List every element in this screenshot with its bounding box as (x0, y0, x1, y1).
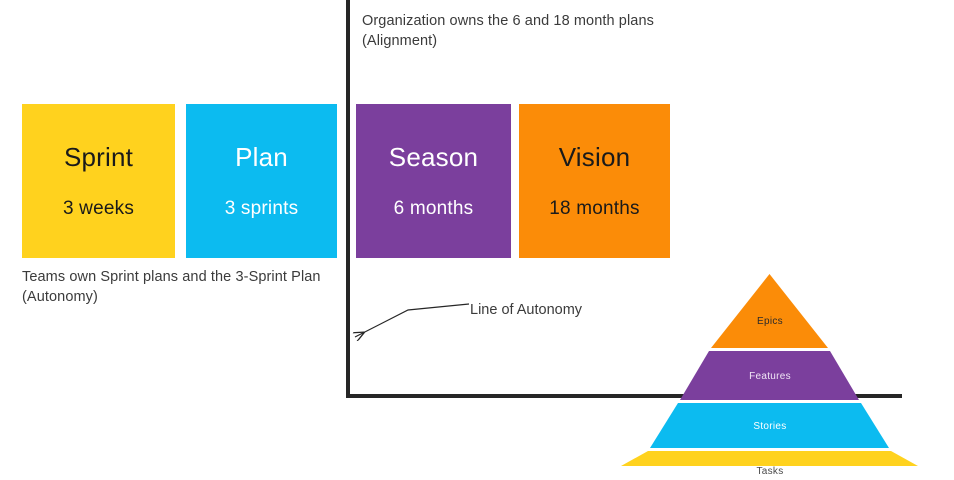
pyramid-diagram: Epics Features Stories Tasks (596, 270, 944, 477)
term-subtitle-vision: 18 months (549, 198, 640, 219)
pyramid-level-tasks[interactable] (621, 451, 918, 466)
term-subtitle-season: 6 months (393, 198, 474, 219)
pyramid-svg (621, 274, 918, 466)
autonomy-note: Teams own Sprint plans and the 3-Sprint … (22, 269, 321, 305)
term-box-sprint[interactable]: Sprint 3 weeks (22, 104, 175, 258)
pyramid-level-features[interactable] (680, 351, 859, 400)
line-of-autonomy-label: Line of Autonomy (470, 302, 583, 318)
term-title-sprint: Sprint (63, 142, 134, 172)
term-subtitle-plan: 3 sprints (224, 198, 299, 219)
term-title-vision: Vision (558, 142, 631, 172)
horizontal-axis-line (346, 394, 902, 398)
term-title-season: Season (388, 142, 479, 172)
term-title-plan: Plan (235, 142, 288, 172)
term-box-plan[interactable]: Plan 3 sprints (186, 104, 337, 258)
pyramid-level-stories[interactable] (650, 403, 889, 448)
vertical-axis-line (346, 0, 350, 398)
term-box-season[interactable]: Season 6 months (356, 104, 511, 258)
term-subtitle-sprint: 3 weeks (62, 198, 135, 219)
term-box-vision[interactable]: Vision 18 months (519, 104, 670, 258)
autonomy-arrow-icon (345, 303, 470, 345)
pyramid-level-epics[interactable] (711, 274, 828, 348)
alignment-note: Organization owns the 6 and 18 month pla… (362, 13, 654, 49)
